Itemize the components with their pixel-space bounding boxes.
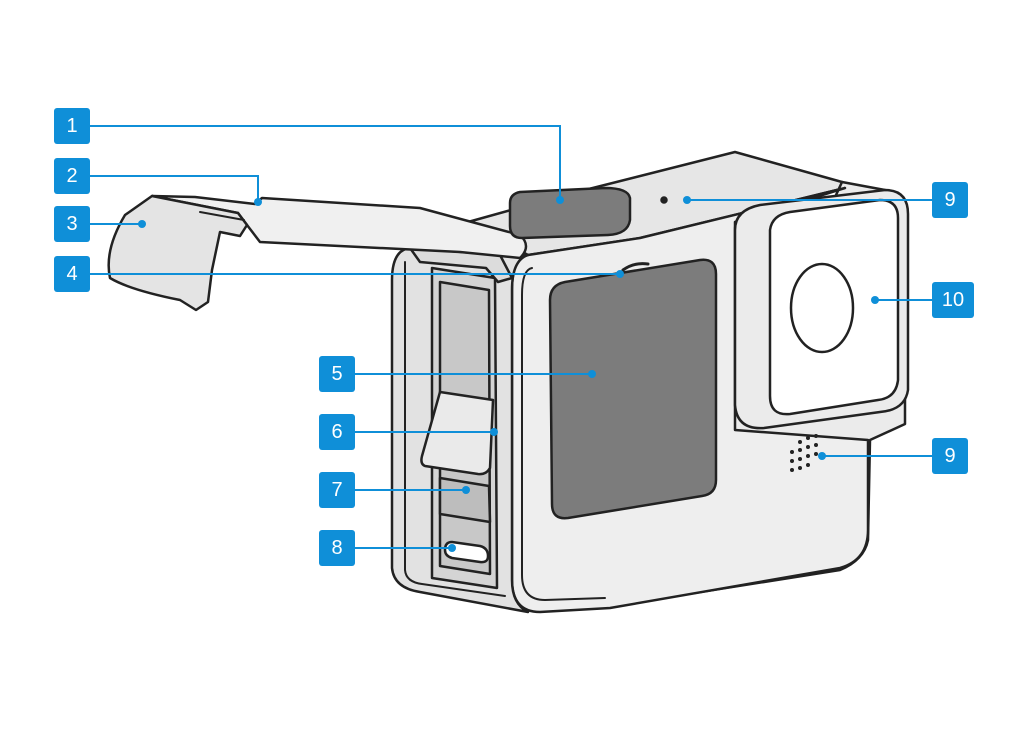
callout-9-top: 9 bbox=[932, 182, 968, 218]
callout-7: 7 bbox=[319, 472, 355, 508]
battery-tab bbox=[420, 390, 495, 476]
battery-door-lip bbox=[199, 211, 245, 221]
leader-dot-9a bbox=[683, 196, 691, 204]
callout-9-bottom: 9 bbox=[932, 438, 968, 474]
leader-dot-4 bbox=[616, 270, 624, 278]
leader-dot-1 bbox=[556, 196, 564, 204]
leader-line-2 bbox=[90, 175, 259, 200]
leader-dot-7 bbox=[462, 486, 470, 494]
callout-2: 2 bbox=[54, 158, 90, 194]
callout-1: 1 bbox=[54, 108, 90, 144]
rear-screen bbox=[548, 258, 718, 520]
callout-8: 8 bbox=[319, 530, 355, 566]
leader-dot-6 bbox=[490, 428, 498, 436]
leader-dot-8 bbox=[448, 544, 456, 552]
callout-5: 5 bbox=[319, 356, 355, 392]
callout-3: 3 bbox=[54, 206, 90, 242]
callout-10: 10 bbox=[932, 282, 974, 318]
leader-dot-9b bbox=[818, 452, 826, 460]
lens bbox=[789, 262, 855, 354]
status-light bbox=[621, 262, 650, 272]
leader-dot-3 bbox=[138, 220, 146, 228]
top-microphone bbox=[660, 196, 668, 204]
leader-dot-10 bbox=[871, 296, 879, 304]
leader-dot-5 bbox=[588, 370, 596, 378]
leader-dot-2 bbox=[254, 198, 262, 206]
battery-slot bbox=[438, 476, 492, 524]
camera-front-bevel bbox=[521, 267, 606, 601]
speaker-grille bbox=[790, 434, 818, 472]
leader-line-1 bbox=[90, 125, 561, 198]
battery-door bbox=[150, 194, 528, 260]
shutter-button bbox=[508, 186, 632, 240]
callout-4: 4 bbox=[54, 256, 90, 292]
compartment-inner-wall bbox=[404, 261, 506, 597]
callout-6: 6 bbox=[319, 414, 355, 450]
battery-door-end bbox=[107, 194, 249, 312]
